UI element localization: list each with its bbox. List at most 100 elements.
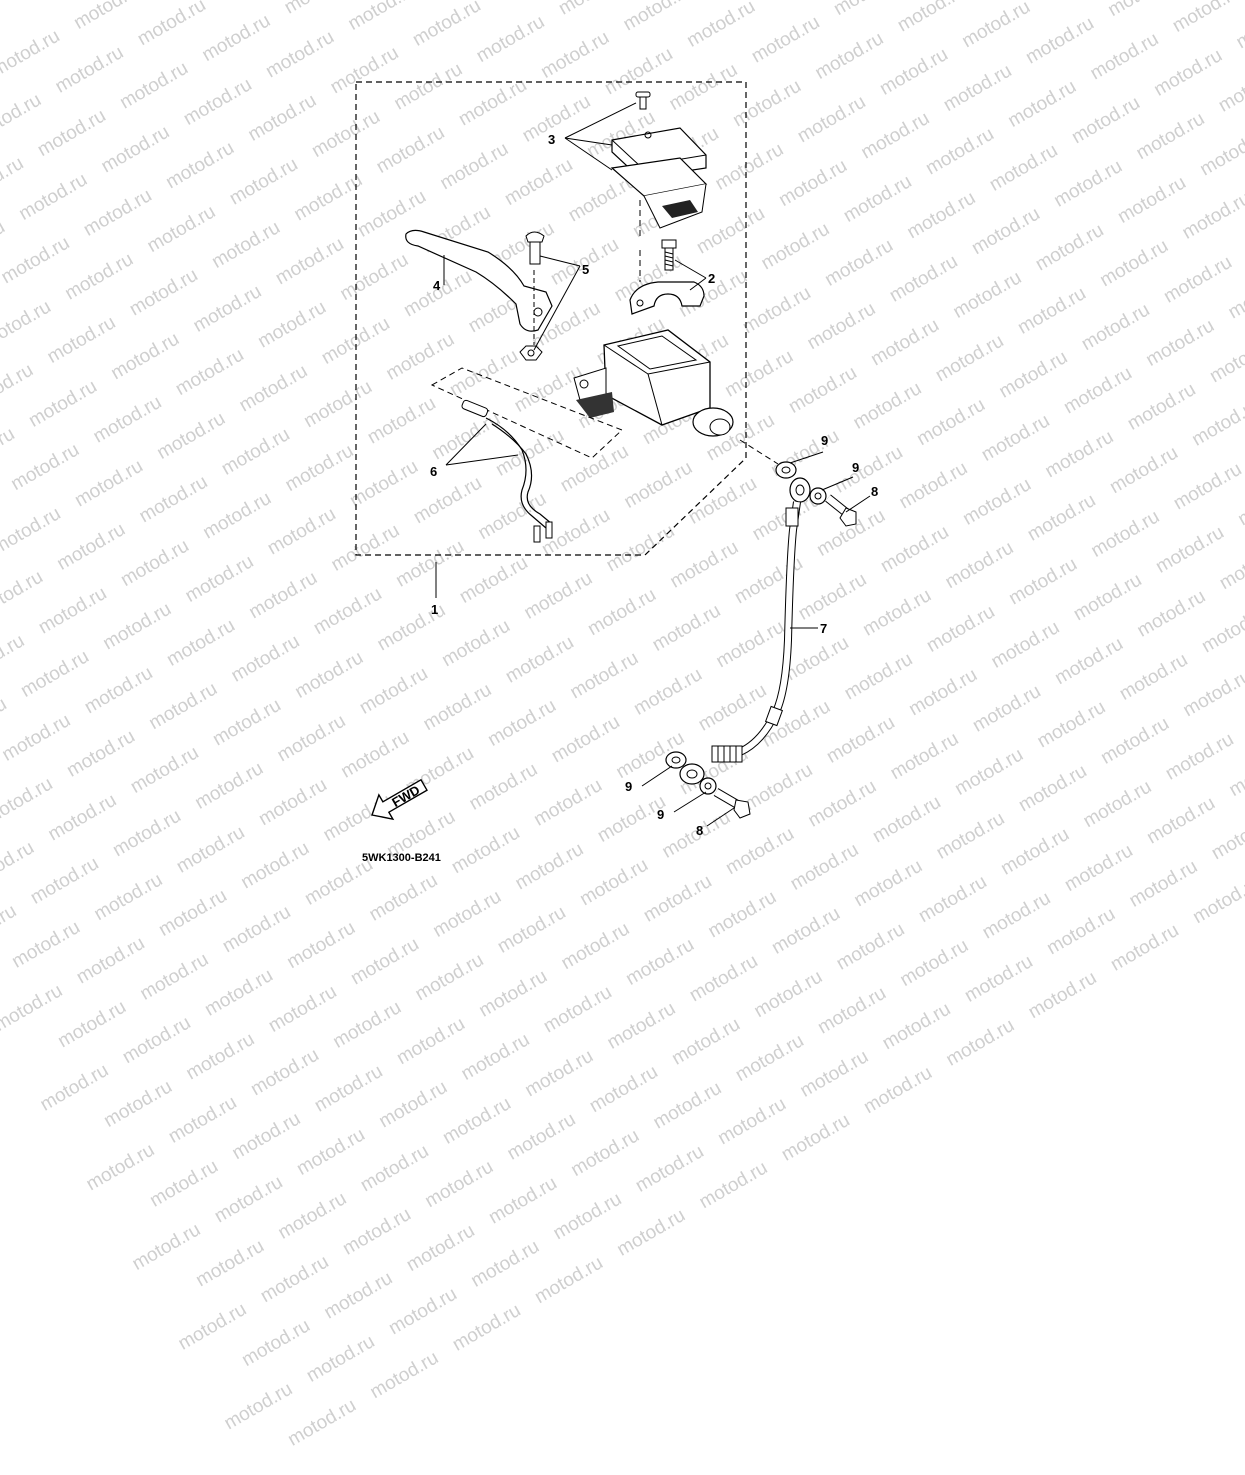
watermark-text: motod.ru	[302, 1331, 379, 1387]
watermark-text: motod.ru	[467, 1236, 543, 1292]
callout-8-bottom: 8	[696, 823, 704, 838]
watermark-text: motod.ru	[1024, 967, 1101, 1024]
watermark-text: motod.ru	[0, 980, 67, 1036]
washer-top-1	[775, 461, 797, 479]
banjo-top	[789, 477, 811, 503]
watermark-text: motod.ru	[339, 1203, 415, 1260]
callout-5: 5	[582, 262, 590, 277]
watermark-text: motod.ru	[238, 1315, 314, 1371]
watermark-text: motod.ru	[814, 982, 890, 1039]
watermark-text: motod.ru	[603, 998, 680, 1054]
callout-8-top: 8	[871, 484, 879, 499]
watermark-text: motod.ru	[256, 1251, 333, 1308]
watermark-text: motod.ru	[293, 1124, 369, 1180]
watermark-text: motod.ru	[961, 951, 1037, 1007]
watermark-text: motod.ru	[475, 965, 551, 1022]
master-cylinder	[573, 329, 734, 437]
watermark-text: motod.ru	[540, 981, 616, 1038]
watermark-text: motod.ru	[146, 1155, 222, 1212]
watermark-text: motod.ru	[274, 1188, 351, 1244]
watermark-text: motod.ru	[118, 1012, 195, 1069]
watermark-text: motod.ru	[182, 1028, 259, 1085]
watermark-text: motod.ru	[457, 1029, 534, 1085]
banjo-bottom	[679, 763, 705, 785]
diagram-code: 5WK1300-B241	[362, 852, 441, 864]
callout-4: 4	[433, 278, 441, 293]
union-bolt-bottom	[713, 788, 751, 819]
watermark-text: motod.ru	[549, 1188, 626, 1245]
watermark-text: motod.ru	[778, 1109, 854, 1166]
watermark-text: motod.ru	[100, 1076, 176, 1132]
watermark-text: motod.ru	[439, 1093, 515, 1149]
watermark-text: motod.ru	[448, 1299, 525, 1356]
watermark-text: motod.ru	[72, 932, 149, 989]
watermark-text: motod.ru	[860, 1062, 936, 1119]
watermark-text: motod.ru	[366, 1347, 443, 1404]
parts-diagram: FWD	[355, 81, 871, 827]
watermark-text: motod.ru	[613, 1204, 689, 1261]
watermark-text: motod.ru	[402, 1220, 479, 1276]
watermark-text: motod.ru	[284, 1394, 360, 1451]
watermark-text: motod.ru	[247, 1044, 323, 1101]
watermark-text: motod.ru	[632, 1141, 708, 1197]
watermark-text: motod.ru	[393, 1013, 469, 1070]
watermark-text: motod.ru	[586, 1061, 662, 1118]
brake-hose	[711, 501, 801, 763]
holder-clamp	[629, 281, 705, 315]
union-bolt-top	[825, 494, 857, 527]
watermark-text: motod.ru	[128, 1219, 205, 1275]
watermark-text: motod.ru	[192, 1235, 268, 1292]
watermark-text: motod.ru	[622, 934, 698, 990]
callout-3: 3	[548, 132, 556, 147]
watermark-text: motod.ru	[36, 1059, 113, 1116]
watermark-text: motod.ru	[732, 1030, 808, 1086]
watermark-text: motod.ru	[421, 1156, 497, 1213]
watermark-text: motod.ru	[347, 933, 423, 990]
holder-bolt	[661, 239, 677, 271]
watermark-text: motod.ru	[228, 1108, 305, 1165]
callout-9-bottom-1: 9	[625, 779, 633, 794]
watermark-text: motod.ru	[668, 1013, 744, 1070]
watermark-text: motod.ru	[174, 1298, 251, 1355]
callout-7: 7	[820, 621, 828, 636]
watermark-text: motod.ru	[411, 949, 488, 1006]
assembly-boundary	[355, 81, 747, 556]
diaphragm	[610, 157, 708, 229]
pivot-bolt	[525, 231, 545, 265]
watermark-text: motod.ru	[220, 1378, 297, 1435]
watermark-text: motod.ru	[385, 1283, 461, 1340]
watermark-text: motod.ru	[82, 1139, 159, 1196]
washer-bottom-1	[665, 751, 687, 769]
watermark-text: motod.ru	[878, 998, 955, 1055]
watermark-text: motod.ru	[649, 1077, 726, 1134]
watermark-text: motod.ru	[264, 981, 341, 1037]
watermark-text: motod.ru	[375, 1076, 451, 1133]
watermark-text: motod.ru	[201, 964, 277, 1021]
watermark-text: motod.ru	[714, 1093, 790, 1150]
watermark-text: motod.ru	[320, 1267, 397, 1324]
callout-1: 1	[431, 602, 439, 617]
watermark-text: motod.ru	[896, 935, 973, 991]
watermark-text: motod.ru	[54, 996, 130, 1053]
callout-9-top-1: 9	[821, 433, 829, 448]
watermark-text: motod.ru	[750, 966, 827, 1023]
watermark-text: motod.ru	[136, 949, 213, 1005]
watermark-text: motod.ru	[485, 1172, 561, 1229]
watermark-text: motod.ru	[531, 1252, 607, 1309]
watermark-text: motod.ru	[686, 950, 762, 1007]
watermark-text: motod.ru	[695, 1157, 772, 1214]
watermark-text: motod.ru	[942, 1014, 1019, 1071]
washer-top-2	[809, 487, 827, 505]
watermark-text: motod.ru	[210, 1171, 287, 1228]
watermark-text: motod.ru	[356, 1140, 433, 1197]
washer-bottom-2	[699, 777, 717, 795]
brake-switch	[461, 399, 553, 543]
watermark-text: motod.ru	[164, 1092, 241, 1148]
watermark-text: motod.ru	[329, 997, 405, 1053]
callout-9-top-2: 9	[852, 460, 860, 475]
callout-6: 6	[430, 464, 438, 479]
watermark-text: motod.ru	[796, 1046, 873, 1102]
watermark-text: motod.ru	[503, 1108, 580, 1165]
cap-screw	[635, 91, 651, 110]
callout-2: 2	[708, 271, 716, 286]
